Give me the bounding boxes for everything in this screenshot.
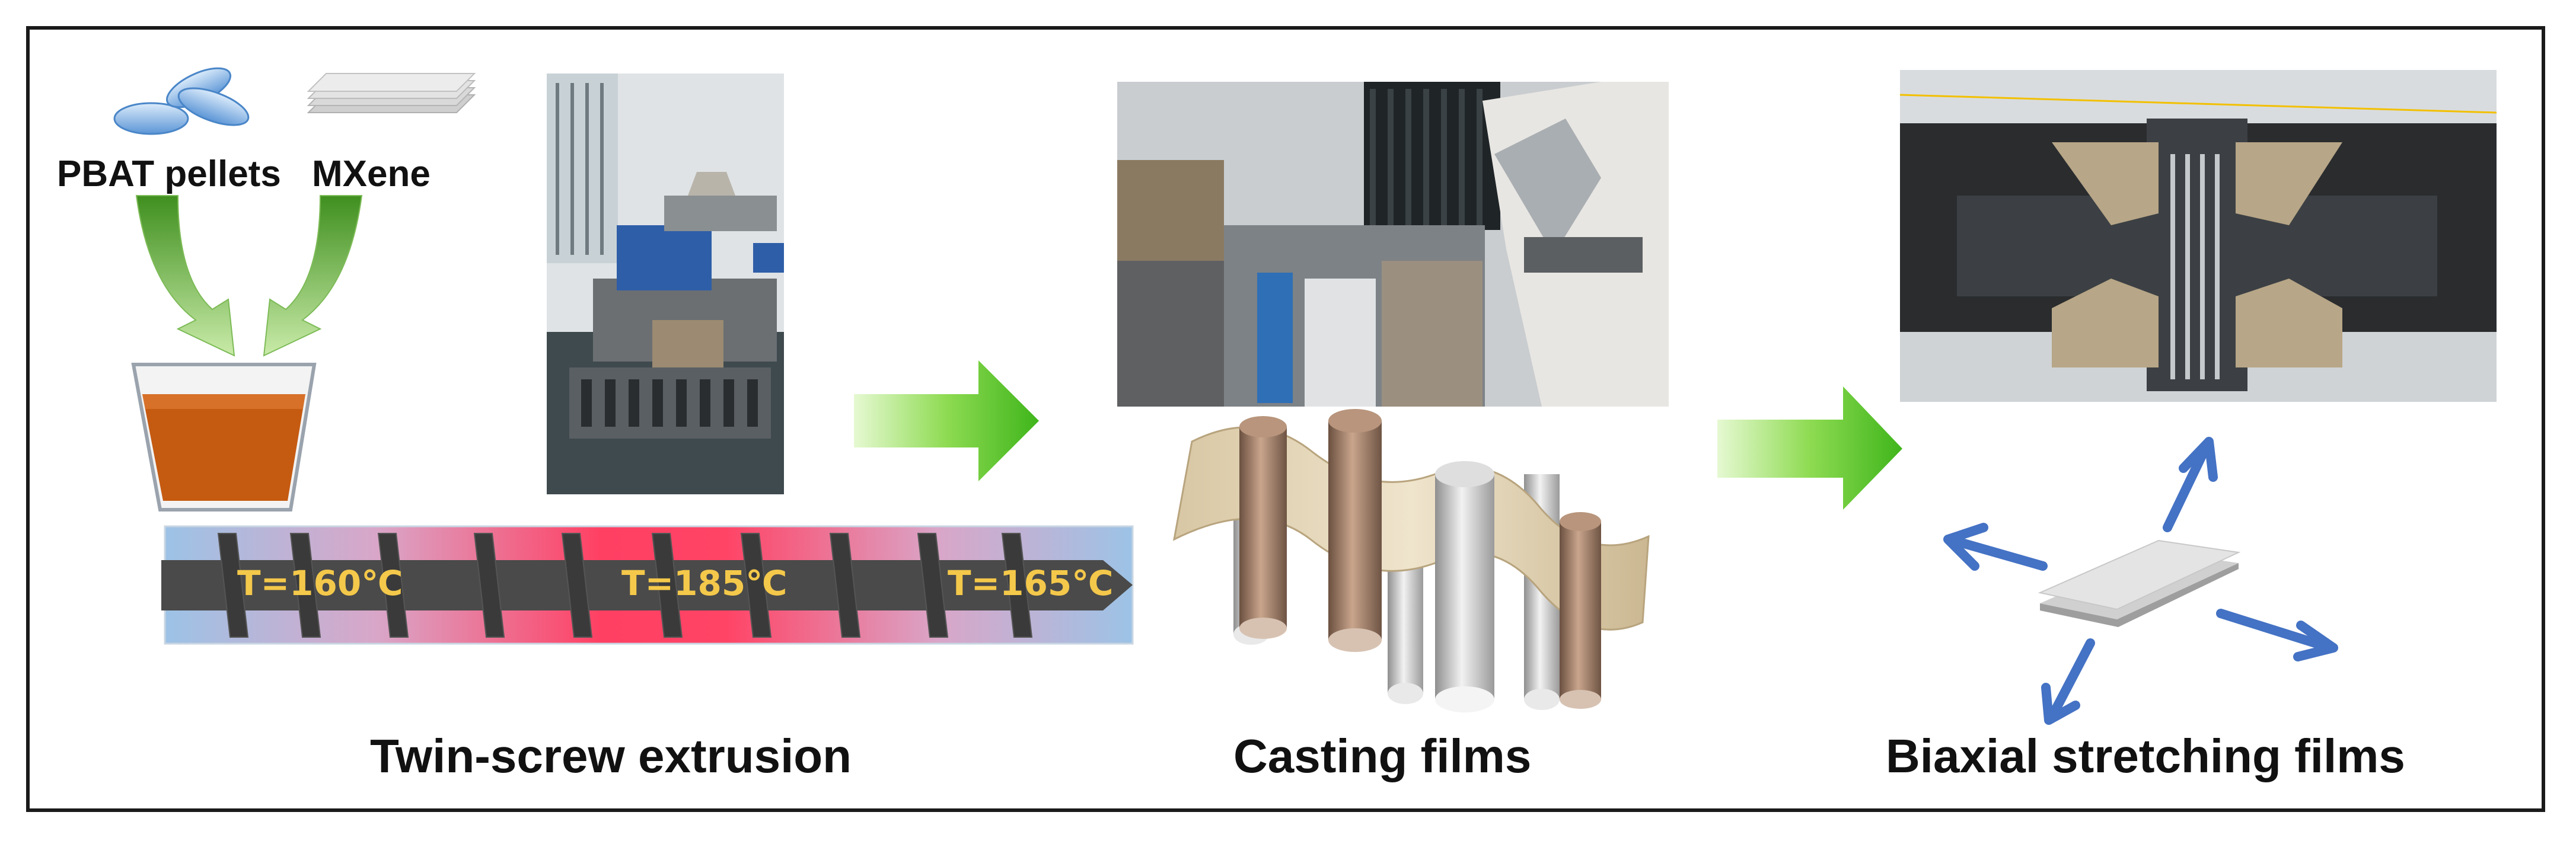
biaxial-stretching-films-label: Biaxial stretching films	[1886, 730, 2405, 782]
mxene-sheets-icon	[307, 73, 476, 113]
curved-arrow-icon	[135, 195, 363, 357]
zone-temp-3: T=165℃	[948, 563, 1114, 603]
film-square-icon	[2038, 539, 2241, 627]
process-arrow-icon	[1717, 386, 1902, 510]
stretching-machine-photo	[1899, 70, 2497, 402]
beaker-icon	[131, 363, 317, 511]
casting-rollers-icon	[1172, 409, 1650, 712]
zone-temp-2: T=185℃	[621, 563, 788, 603]
casting-films-label: Casting films	[1233, 730, 1532, 782]
process-arrow-icon	[854, 360, 1039, 481]
twin-screw-extrusion-label: Twin-screw extrusion	[370, 730, 852, 782]
pellets-icon	[113, 67, 250, 135]
casting-machine-photo	[1117, 82, 1669, 407]
pbat-pellets-label: PBAT pellets	[57, 154, 281, 194]
stretch-arrow-icon	[1943, 437, 2338, 725]
extruder-photo	[547, 73, 784, 494]
mxene-label: MXene	[312, 154, 431, 194]
zone-temp-1: T=160℃	[237, 563, 403, 603]
extruder-screw-icon	[161, 525, 1134, 645]
